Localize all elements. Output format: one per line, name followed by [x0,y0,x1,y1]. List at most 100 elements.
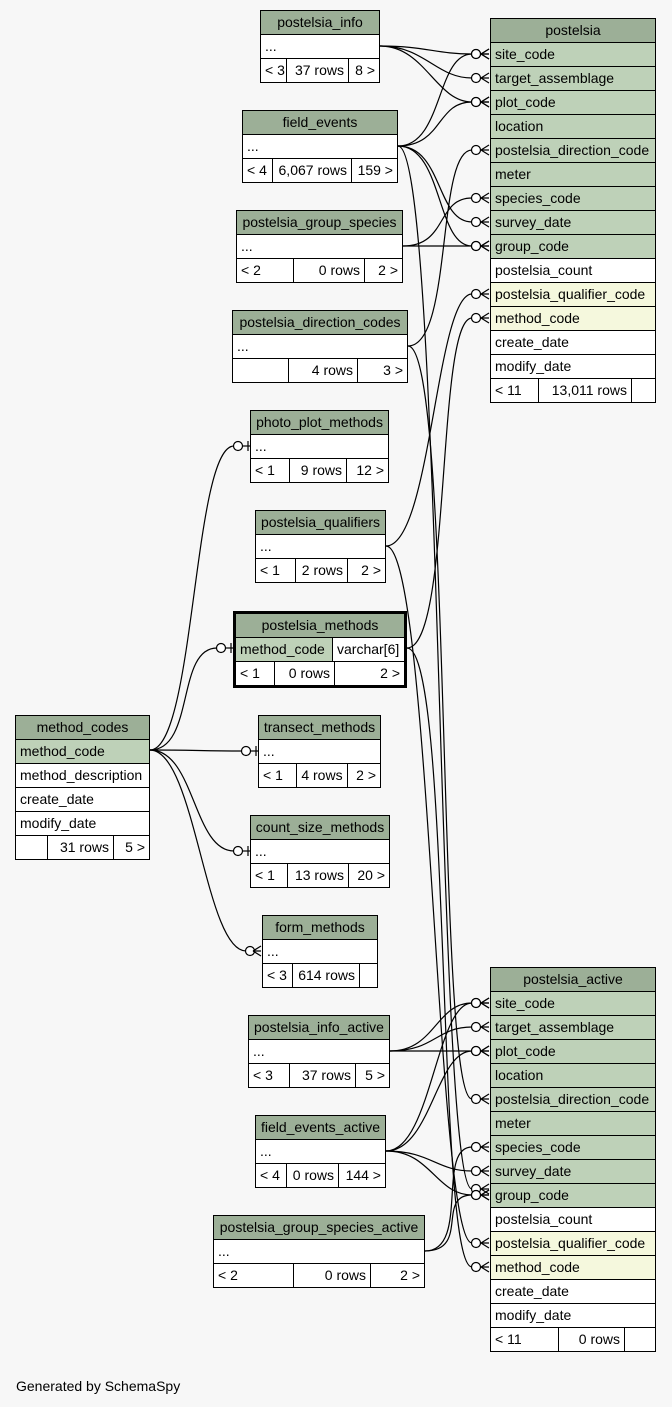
table-body: ... [249,1040,389,1064]
relationship-line [379,45,473,55]
column-location[interactable]: location [491,115,655,139]
parents-count: < 2 [218,1267,238,1283]
column-target-assemblage[interactable]: target_assemblage [491,67,655,91]
column-create-date[interactable]: create_date [491,331,655,355]
table-postelsia-methods[interactable]: postelsia_methods method_code varchar[6]… [233,611,407,688]
table-postelsia-info[interactable]: postelsia_info ... < 3 37 rows 8 > [260,10,380,83]
relationship-line [385,545,473,1244]
row-count: 31 rows [47,836,113,859]
table-footer: < 1 0 rows 2 > [236,662,404,685]
many-marker [480,1021,490,1033]
table-body: ... [214,1240,424,1264]
table-method-codes[interactable]: method_codes method_code method_descript… [15,715,150,860]
optional-marker [470,240,482,252]
column-survey-date[interactable]: survey_date [491,211,655,235]
column-group-code[interactable]: group_code [491,235,655,259]
column-plot-code[interactable]: plot_code [491,91,655,115]
column-method-code[interactable]: method_code [16,740,149,764]
table-form-methods[interactable]: form_methods ... < 3 614 rows [262,915,378,988]
column-species-code[interactable]: species_code [491,1136,655,1160]
column-postelsia-direction-code[interactable]: postelsia_direction_code [491,139,655,163]
column-modify-date[interactable]: modify_date [491,355,655,379]
column-method-code[interactable]: method_code [491,307,655,331]
relationship-line [149,647,218,751]
column-group-code[interactable]: group_code [491,1184,655,1208]
table-header: postelsia_methods [236,614,404,638]
optional-marker [470,144,482,156]
row-count: 0 rows [558,1328,624,1351]
table-header: photo_plot_methods [251,411,388,435]
relationship-line [379,45,473,79]
children-count: 20 > [348,864,389,887]
table-postelsia[interactable]: postelsia site_code target_assemblage pl… [490,18,656,403]
children-count: 5 > [113,836,149,859]
children-count: 144 > [338,1164,385,1187]
column-create-date[interactable]: create_date [491,1280,655,1304]
table-postelsia-active[interactable]: postelsia_active site_code target_assemb… [490,967,656,1352]
column-create-date[interactable]: create_date [16,788,149,812]
column-postelsia-qualifier-code[interactable]: postelsia_qualifier_code [491,1232,655,1256]
column-modify-date[interactable]: modify_date [16,812,149,836]
column-postelsia-qualifier-code[interactable]: postelsia_qualifier_code [491,283,655,307]
row-count: 37 rows [286,59,348,82]
table-field-events[interactable]: field_events ... < 4 6,067 rows 159 > [242,110,398,183]
column-site-code[interactable]: site_code [491,43,655,67]
table-transect-methods[interactable]: transect_methods ... < 1 4 rows 2 > [258,715,381,788]
parents-count: < 2 [241,262,261,278]
row-count: 6,067 rows [272,159,351,182]
column-method-code[interactable]: method_code [491,1256,655,1280]
column-meter[interactable]: meter [491,1112,655,1136]
optional-marker [470,1165,482,1177]
optional-marker [470,1261,482,1273]
column-postelsia-direction-code[interactable]: postelsia_direction_code [491,1088,655,1112]
column-modify-date[interactable]: modify_date [491,1304,655,1328]
relationship-line [385,1050,473,1152]
generated-by-label: Generated by SchemaSpy [16,1378,181,1394]
column-species-code[interactable]: species_code [491,187,655,211]
column-target-assemblage[interactable]: target_assemblage [491,1016,655,1040]
many-marker [480,1237,490,1249]
parents-count: < 1 [255,462,275,478]
column-location[interactable]: location [491,1064,655,1088]
table-photo-plot-methods[interactable]: photo_plot_methods ... < 1 9 rows 12 > [250,410,389,483]
column-method-description[interactable]: method_description [16,764,149,788]
table-header: postelsia_group_species_active [214,1216,424,1240]
table-postelsia-group-species[interactable]: postelsia_group_species ... < 2 0 rows 2… [236,210,403,283]
table-count-size-methods[interactable]: count_size_methods ... < 1 13 rows 20 > [250,815,390,888]
table-footer: < 2 0 rows 2 > [237,259,402,282]
parents-count: < 4 [260,1167,280,1183]
table-postelsia-qualifiers[interactable]: postelsia_qualifiers ... < 1 2 rows 2 > [255,510,386,583]
table-header: postelsia_direction_codes [233,311,407,335]
row-count: 37 rows [289,1064,355,1087]
children-count [624,1328,655,1351]
table-header: method_codes [16,716,149,740]
column-postelsia-count[interactable]: postelsia_count [491,259,655,283]
relationship-line [397,53,473,147]
column-site-code[interactable]: site_code [491,992,655,1016]
many-marker [480,96,490,108]
table-field-events-active[interactable]: field_events_active ... < 4 0 rows 144 > [255,1115,386,1188]
column-postelsia-count[interactable]: postelsia_count [491,1208,655,1232]
many-marker [480,216,490,228]
column-meter[interactable]: meter [491,163,655,187]
many-marker [252,945,262,957]
column-plot-code[interactable]: plot_code [491,1040,655,1064]
table-footer: < 3 37 rows 8 > [261,59,379,82]
optional-marker [232,845,244,857]
table-header: field_events_active [256,1116,385,1140]
table-postelsia-info-active[interactable]: postelsia_info_active ... < 3 37 rows 5 … [248,1015,390,1088]
column-method-code[interactable]: method_code varchar[6] [236,638,404,662]
optional-marker [232,440,244,452]
table-postelsia-direction-codes[interactable]: postelsia_direction_codes ... 4 rows 3 > [232,310,408,383]
table-header: postelsia_info_active [249,1016,389,1040]
parents-count: < 1 [255,867,275,883]
optional-marker [470,96,482,108]
table-postelsia-group-species-active[interactable]: postelsia_group_species_active ... < 2 0… [213,1215,425,1288]
table-body: ... [261,35,379,59]
many-marker [480,1183,490,1195]
relationship-line [407,149,473,347]
table-footer: < 1 13 rows 20 > [251,864,389,887]
column-survey-date[interactable]: survey_date [491,1160,655,1184]
table-footer: < 3 614 rows [263,964,377,987]
many-marker [480,240,490,252]
